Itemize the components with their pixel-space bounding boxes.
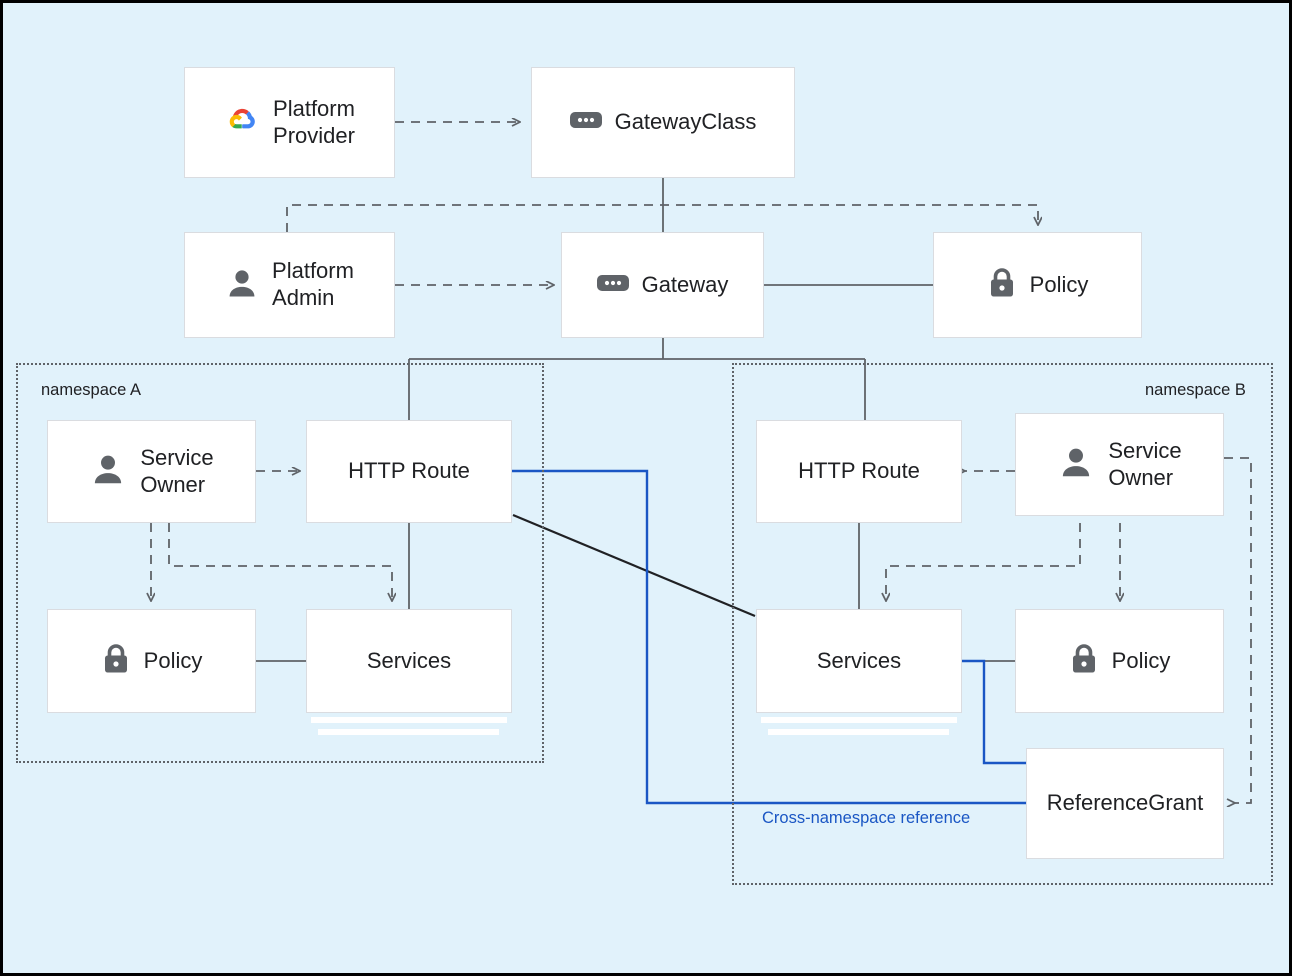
node-gateway-label: Gateway [641,271,729,297]
cross-namespace-reference-label: Cross-namespace reference [762,809,971,827]
node-services-a[interactable]: Services [306,609,512,713]
node-policy-top-label: Policy [1029,271,1089,297]
node-policy-b-label: Policy [1111,647,1171,673]
node-service-owner-a[interactable]: Service Owner [47,420,256,523]
node-services-b[interactable]: Services [756,609,962,713]
node-gatewayclass-label: GatewayClass [614,109,757,135]
namespace-a-boundary [16,363,544,763]
lock-icon [987,266,1017,305]
person-icon [225,266,259,305]
gateway-icon [569,109,602,136]
services-a-stack-line-2 [318,729,499,735]
node-http-route-b[interactable]: HTTP Route [756,420,962,523]
node-service-owner-b[interactable]: Service Owner [1015,413,1224,516]
node-http-route-b-label: HTTP Route [798,458,920,484]
node-platform-admin-label: Platform Admin [272,258,354,310]
node-service-owner-b-label: Service Owner [1108,437,1182,490]
edge-route-a-services-b [512,513,756,618]
services-a-stack-line-1 [311,717,507,723]
node-policy-b[interactable]: Policy [1015,609,1224,713]
namespace-b-label: namespace B [1145,381,1246,399]
node-platform-provider-label: Platform Provider [273,95,355,148]
namespace-b-boundary [732,363,1273,885]
google-cloud-icon [224,104,260,141]
node-policy-a-label: Policy [143,647,203,673]
node-reference-grant-label: ReferenceGrant [1046,790,1204,816]
node-service-owner-a-label: Service Owner [140,444,214,497]
node-policy-top[interactable]: Policy [933,232,1142,338]
edge-admin-policy-top [286,204,1038,232]
node-gatewayclass[interactable]: GatewayClass [531,67,795,178]
node-http-route-a-label: HTTP Route [348,458,470,484]
node-services-b-label: Services [816,647,902,673]
node-reference-grant[interactable]: ReferenceGrant [1026,748,1224,859]
person-icon [89,451,127,492]
services-b-stack-line-1 [761,717,957,723]
node-policy-a[interactable]: Policy [47,609,256,713]
node-platform-admin[interactable]: Platform Admin [184,232,395,338]
lock-icon [1069,642,1099,681]
lock-icon [101,642,131,681]
node-gateway[interactable]: Gateway [561,232,764,338]
gateway-icon [596,272,629,299]
person-icon [1057,444,1095,485]
namespace-a-label: namespace A [41,381,141,399]
node-http-route-a[interactable]: HTTP Route [306,420,512,523]
node-services-a-label: Services [366,647,452,673]
node-platform-provider[interactable]: Platform Provider [184,67,395,178]
services-b-stack-line-2 [768,729,949,735]
